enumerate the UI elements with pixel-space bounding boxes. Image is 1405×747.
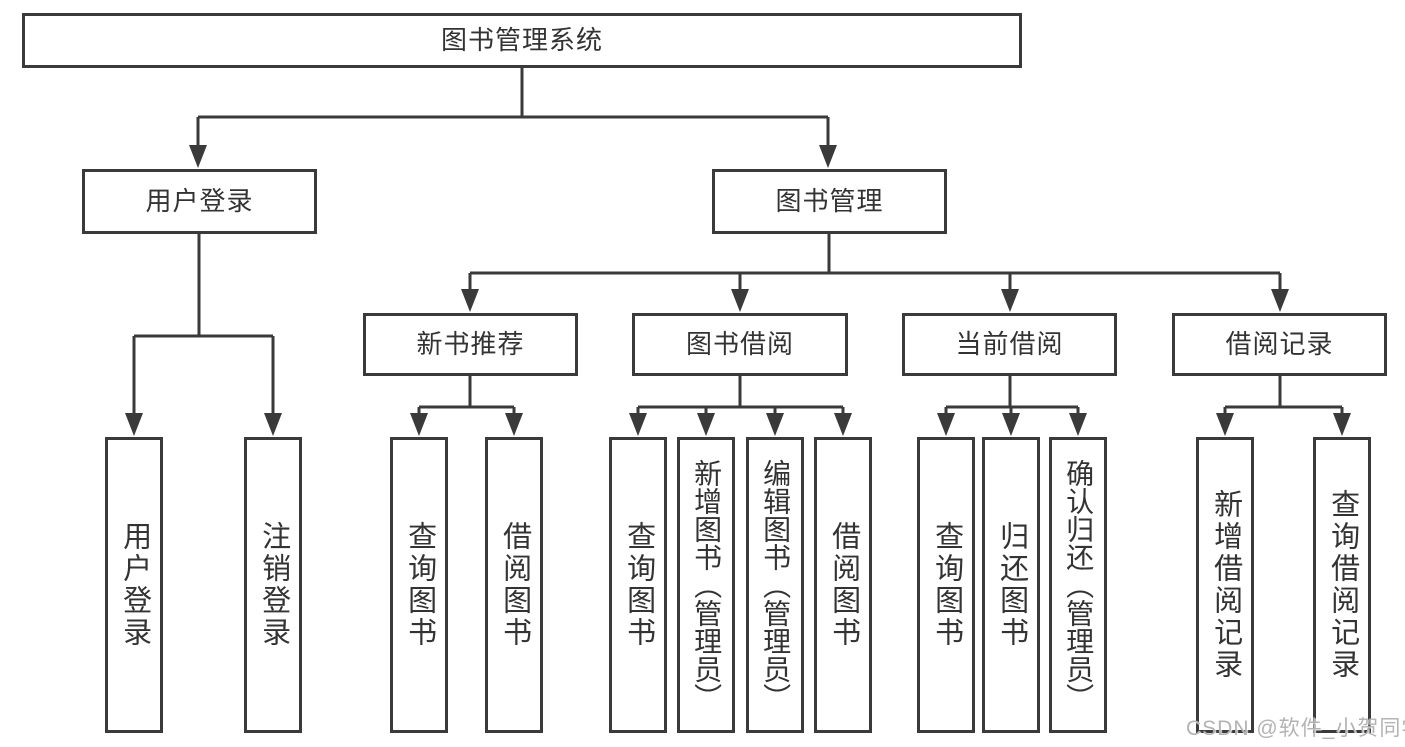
arrowhead-icon — [731, 289, 749, 312]
leaf-return-books: 归还图书 — [982, 437, 1040, 733]
arrowhead-icon — [189, 145, 207, 168]
arrowhead-icon — [1002, 413, 1020, 436]
leaf-query-books-current: 查询图书 — [917, 437, 975, 733]
node-current-borrowing: 当前借阅 — [902, 313, 1117, 376]
node-book-borrowing: 图书借阅 — [632, 313, 848, 376]
leaf-confirm-return-admin: 确认归还（管理员） — [1049, 437, 1107, 733]
arrowhead-icon — [505, 413, 523, 436]
arrowhead-icon — [1333, 413, 1351, 436]
node-new-book-recommendation: 新书推荐 — [363, 313, 578, 376]
node-book-management: 图书管理 — [712, 169, 947, 234]
arrowhead-icon — [410, 413, 428, 436]
leaf-add-books-admin: 新增图书（管理员） — [677, 437, 735, 733]
connector-records-to-leaves — [1223, 376, 1344, 414]
connector-bookmgmt-to-level3 — [468, 234, 1282, 290]
leaf-query-borrow-record: 查询借阅记录 — [1313, 437, 1371, 733]
arrowheads — [125, 145, 1351, 436]
connector-newbook-to-leaves — [417, 376, 516, 414]
leaf-logout: 注销登录 — [244, 437, 302, 733]
arrowhead-icon — [766, 413, 784, 436]
arrowhead-icon — [629, 413, 647, 436]
leaf-query-books-recommend: 查询图书 — [390, 437, 448, 733]
csdn-watermark: CSDN @软件_小贺同学 — [1186, 717, 1405, 740]
leaf-borrow-books-recommend: 借阅图书 — [485, 437, 543, 733]
connector-currentborrow-to-leaves — [944, 376, 1080, 414]
leaf-user-login: 用户登录 — [105, 437, 163, 733]
arrowhead-icon — [834, 413, 852, 436]
arrowhead-icon — [461, 289, 479, 312]
connector-userlogin-to-leaves — [132, 234, 275, 414]
leaf-edit-books-admin: 编辑图书（管理员） — [746, 437, 804, 733]
node-user-login: 用户登录 — [82, 169, 317, 234]
arrowhead-icon — [1069, 413, 1087, 436]
arrowhead-icon — [697, 413, 715, 436]
node-borrowing-records: 借阅记录 — [1172, 313, 1387, 376]
leaf-add-borrow-record: 新增借阅记录 — [1196, 437, 1254, 733]
arrowhead-icon — [819, 145, 837, 168]
arrowhead-icon — [1001, 289, 1019, 312]
arrowhead-icon — [937, 413, 955, 436]
arrowhead-icon — [1216, 413, 1234, 436]
node-root-library-management-system: 图书管理系统 — [22, 13, 1022, 68]
leaf-borrow-books: 借阅图书 — [814, 437, 872, 733]
arrowhead-icon — [1271, 289, 1289, 312]
leaf-query-books-borrow: 查询图书 — [609, 437, 667, 733]
connector-bookborrow-to-leaves — [636, 376, 845, 414]
connector-root-to-level2 — [196, 68, 830, 146]
arrowhead-icon — [264, 413, 282, 436]
arrowhead-icon — [125, 413, 143, 436]
